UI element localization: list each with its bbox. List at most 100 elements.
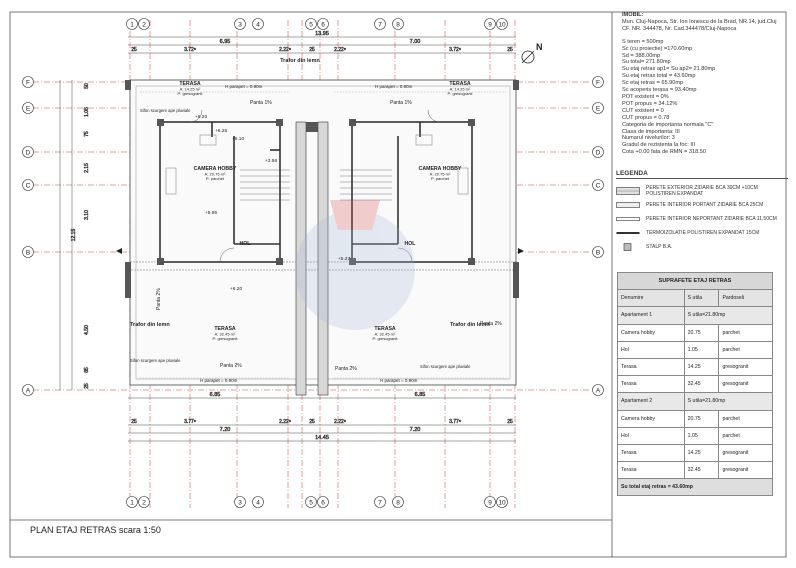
parapet-label: H parapet = 0.90m — [380, 378, 418, 383]
axis-bubble — [496, 496, 508, 508]
axis-bubble — [592, 76, 604, 88]
table-cell: 14.25 — [683, 357, 720, 377]
project-stat: Su total= 271.80mp — [622, 59, 671, 66]
axis-label: 8 — [396, 499, 400, 506]
room-name: HOL — [405, 241, 417, 247]
table-cell: gresogranit — [718, 443, 773, 463]
axis-bubble — [234, 496, 246, 508]
room-name: CAMERA HOBBY — [419, 166, 462, 172]
axis-bubble — [22, 246, 34, 258]
room-floor: P: gresogranit — [178, 91, 204, 96]
dim-total-bottom: 14.45 — [315, 435, 329, 441]
project-stat: Categoria de importanta normala "C" — [622, 121, 714, 128]
door-swings — [189, 109, 441, 263]
legend-item-partition-wall: PERETE INTERIOR NEPORTANT ZIDARIE BCA 11… — [616, 213, 788, 224]
axis-bubble — [138, 496, 150, 508]
sheet-frame — [9, 11, 787, 558]
axis-label: 8 — [396, 21, 400, 28]
apartment-label: Apartament 2 — [617, 392, 685, 411]
areas-table: SUPRAFETE ETAJ RETRAS Denumire S utila P… — [617, 271, 774, 497]
room-name: HOL — [240, 241, 252, 247]
areas-total: Su total etaj retras = 43.60mp — [617, 478, 773, 497]
legend-label: PERETE EXTERIOR ZIDARIE BCA 30CM +10CM P… — [646, 184, 758, 197]
svg-text:N: N — [536, 42, 543, 52]
axis-bubble — [22, 102, 34, 114]
table-cell: 32.45 — [683, 375, 720, 394]
axis-bubble — [138, 18, 150, 30]
room-floor: P: gresogranit — [213, 336, 239, 341]
slope-label: Panta 2% — [335, 366, 357, 372]
room-floor: P: parchet — [431, 176, 450, 181]
axis-label: 1 — [130, 499, 134, 506]
dim-total-top: 13.95 — [315, 31, 329, 37]
partition-wall-swatch-icon — [616, 216, 640, 221]
legend-item-insulation: TERMOIZOLATIE POLISTIREN EXPANDAT 15CM — [616, 227, 788, 238]
room-floor: P: gresogranit — [448, 91, 474, 96]
dim-half: 7.20 — [410, 427, 421, 433]
project-stat: Sc (cu proiectie) =170.60mp — [622, 45, 693, 52]
axis-label: 5 — [309, 21, 313, 28]
table-cell: parchet — [718, 323, 773, 342]
axis-bubble — [317, 496, 329, 508]
table-cell: Hol — [617, 340, 685, 359]
project-title: IMOBIL: — [622, 12, 644, 18]
axis-label: 3 — [238, 21, 242, 28]
dim-segment: 25 — [309, 419, 315, 425]
axis-bubble — [252, 496, 264, 508]
apartment-label: Apartament 1 — [617, 306, 685, 325]
dim-segment: 25 — [84, 383, 90, 389]
axis-bubble — [592, 384, 604, 396]
table-cell: 14.25 — [683, 443, 720, 463]
drain-label: Sifon scurgere ape pluviale — [130, 358, 181, 363]
table-cell: Terasa — [617, 357, 685, 377]
table-cell: parchet — [718, 426, 773, 445]
dim-segment: 50 — [84, 83, 90, 89]
dim-segment: 2.22⁵ — [334, 47, 346, 53]
slope-label: Panta 2% — [480, 321, 502, 327]
room-name: TERASA — [179, 81, 201, 87]
axis-label: B — [596, 249, 600, 256]
project-stat: Gradul de rezistenta la foc: III — [622, 142, 696, 149]
dim-segment: 3.77⁵ — [449, 419, 461, 425]
axis-label: C — [26, 182, 31, 189]
areas-table-title: SUPRAFETE ETAJ RETRAS — [617, 271, 773, 291]
party-wall — [295, 121, 329, 396]
axis-bubble — [317, 18, 329, 30]
trafor-label: Trafor din lemn — [280, 58, 320, 64]
dim-segment: 4.50 — [84, 325, 90, 335]
apartment-total: S utila=21.80mp — [683, 306, 774, 325]
plan-title: PLAN ETAJ RETRAS scara 1:50 — [30, 525, 161, 535]
col-header: Denumire — [617, 289, 685, 308]
axis-bubble — [374, 496, 386, 508]
project-address-1: Mun. Cluj-Napoca, Str. Ion Ionescu de la… — [622, 18, 777, 25]
axis-bubble — [374, 18, 386, 30]
project-stat: CUT existent = 0 — [622, 107, 664, 114]
project-stat: Su etaj retras ap1= Su ap2= 21.80mp — [622, 66, 716, 73]
table-cell: Terasa — [617, 461, 685, 480]
insulation-swatch-icon — [616, 231, 640, 234]
legend-title: LEGENDA — [616, 170, 788, 179]
axis-bubble — [592, 102, 604, 114]
dim-segment: 3.72⁵ — [449, 47, 461, 53]
column-swatch-icon — [623, 242, 632, 251]
axis-label: 2 — [142, 499, 146, 506]
table-cell: parchet — [718, 340, 773, 359]
axis-label: D — [596, 149, 601, 156]
axis-label: 9 — [488, 21, 492, 28]
legend-label: PERETE INTERIOR PORTANT ZIDARIE BCA 25CM — [646, 201, 764, 208]
room-area: A: 14.25 m² — [180, 87, 201, 92]
table-cell: gresogranit — [718, 375, 773, 394]
dim-half: 7.00 — [410, 39, 421, 45]
concrete-columns — [125, 80, 519, 298]
apartment-total: S utila=21.80mp — [683, 392, 774, 411]
axis-label: E — [596, 105, 601, 112]
level-mark: +5.95 — [205, 210, 217, 216]
